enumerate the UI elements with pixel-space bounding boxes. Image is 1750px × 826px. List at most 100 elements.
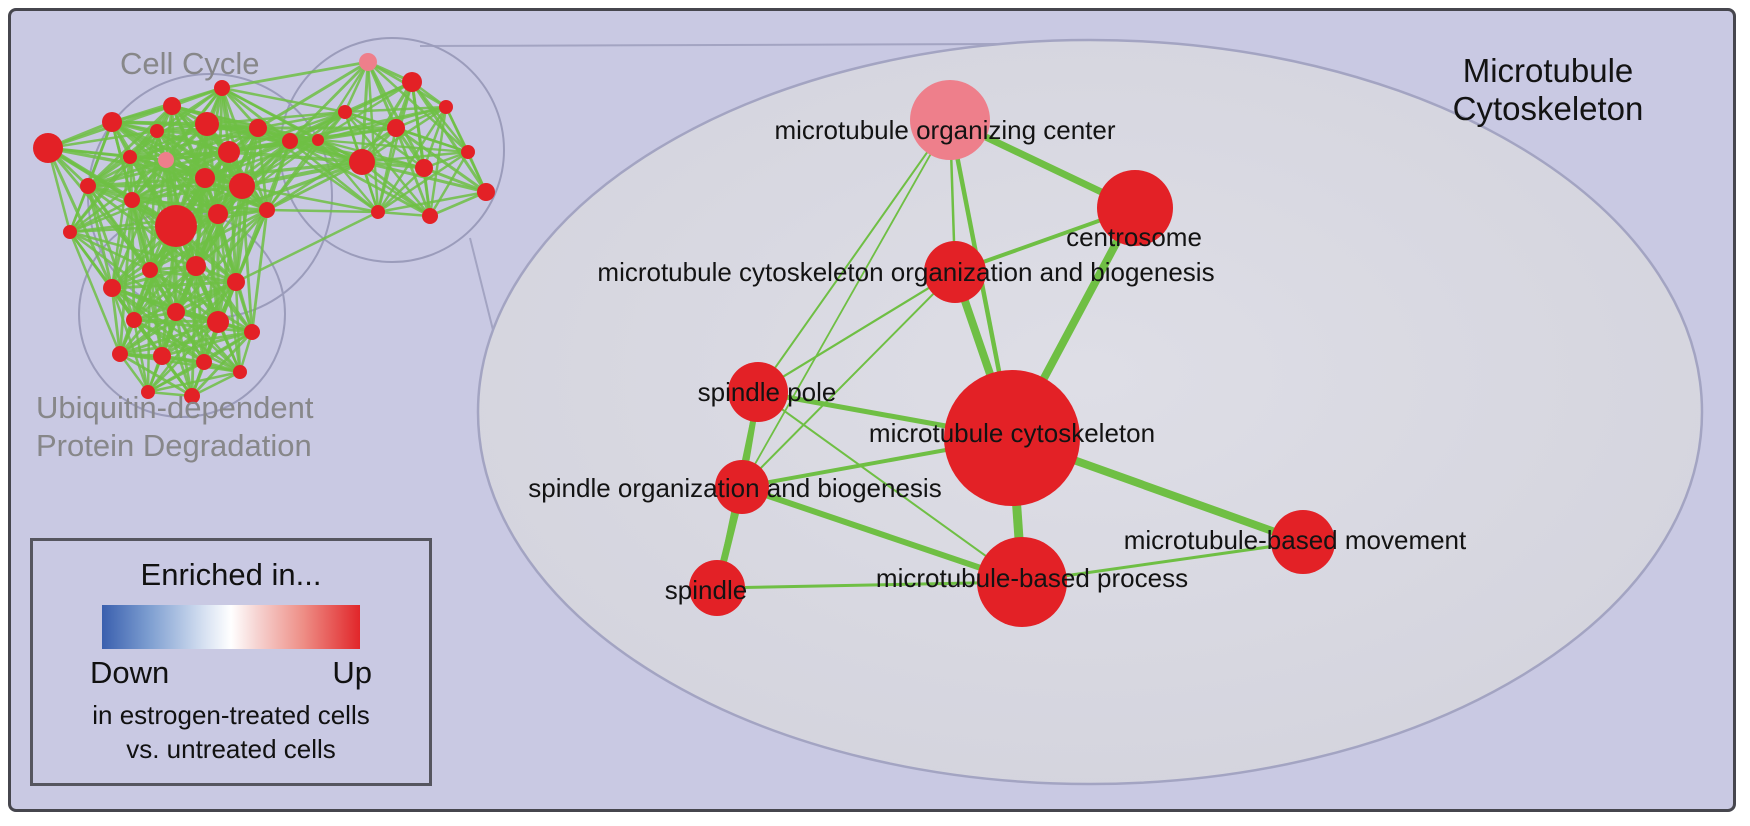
overview-edge	[68, 185, 90, 233]
overview-edge	[203, 177, 220, 323]
zoom-edge-mtoc-spindle_pole	[757, 119, 951, 393]
zoom-ellipse	[476, 38, 1704, 786]
overview-node	[371, 205, 385, 219]
overview-edge	[241, 184, 379, 214]
overview-node	[218, 141, 240, 163]
overview-edge	[147, 370, 241, 394]
zoom-node-label-mt_movement: microtubule-based movement	[1124, 525, 1467, 555]
overview-edge	[395, 105, 447, 130]
zoom-node-label-mtoc: microtubule organizing center	[774, 115, 1115, 145]
zoom-node-spindle_pole	[728, 362, 788, 422]
overview-edge	[429, 190, 487, 218]
zoom-node-mt_cyto_org	[924, 241, 986, 303]
legend-caption-line1: in estrogen-treated cells	[92, 700, 370, 730]
overview-edge	[148, 130, 159, 271]
overview-node	[163, 97, 181, 115]
overview-edge	[367, 61, 469, 153]
overview-edge	[266, 208, 379, 214]
overview-node	[103, 279, 121, 297]
overview-edge	[111, 212, 219, 290]
overview-node	[387, 119, 405, 137]
overview-edge	[87, 184, 197, 268]
overview-edge	[195, 208, 268, 268]
overview-edge	[289, 61, 369, 142]
overview-edge	[266, 160, 363, 212]
overview-node	[150, 124, 164, 138]
overview-edge	[174, 311, 206, 363]
overview-edge	[221, 86, 319, 142]
zoom-edge-mt_cyto_org-spindle_pole	[757, 271, 956, 393]
overview-edge	[366, 61, 380, 213]
overview-edge	[133, 264, 197, 322]
zoom-node-mt_movement	[1271, 510, 1335, 574]
overview-edge	[155, 130, 220, 215]
overview-node	[461, 145, 475, 159]
overview-node	[123, 150, 137, 164]
overview-node	[142, 262, 158, 278]
overview-node	[282, 133, 298, 149]
overview-node	[229, 173, 255, 199]
zoom-node-centrosome	[1097, 170, 1173, 246]
overview-node	[207, 311, 229, 333]
overview-node	[102, 112, 122, 132]
overview-edge	[266, 139, 319, 211]
overview-edge	[317, 138, 469, 154]
overview-edge	[147, 321, 219, 393]
overview-edge	[87, 130, 158, 187]
ubiquitin-cluster-label-line1: Ubiquitin-dependent	[36, 390, 314, 425]
zoom-node-mt_process	[977, 537, 1067, 627]
overview-edge	[69, 230, 151, 272]
legend-caption-line2: vs. untreated cells	[126, 733, 336, 764]
overview-edge	[87, 104, 173, 188]
overview-node	[167, 303, 185, 321]
legend-title: Enriched in...	[140, 557, 322, 592]
overview-node	[259, 202, 275, 218]
overview-edge	[175, 311, 241, 373]
overview-node	[233, 365, 247, 379]
overview-edge	[156, 129, 230, 154]
zoom-connector-line-top	[419, 43, 1001, 47]
overview-nodes-layer	[33, 53, 495, 404]
overview-edge	[377, 167, 425, 213]
overview-edge	[204, 110, 346, 180]
overview-edge	[156, 86, 223, 133]
overview-edge	[119, 330, 253, 356]
overview-node	[402, 72, 422, 92]
overview-edge	[220, 87, 244, 187]
zoom-node-label-spindle: spindle	[665, 575, 747, 605]
zoom-node-mtoc	[910, 80, 990, 160]
overview-node	[63, 225, 77, 239]
overview-node	[153, 347, 171, 365]
overview-edge	[343, 61, 370, 113]
overview-node	[80, 178, 96, 194]
zoom-node-label-spindle_pole: spindle pole	[698, 377, 837, 407]
overview-edge	[216, 213, 242, 373]
overview-node	[124, 192, 140, 208]
overview-edge	[235, 210, 379, 284]
zoom-node-label-mt_process: microtubule-based process	[876, 563, 1188, 593]
overview-edge	[119, 352, 193, 398]
overview-edge	[376, 106, 448, 213]
overview-node	[126, 312, 142, 328]
overview-edge	[156, 129, 291, 143]
cell-cycle-cluster-label: Cell Cycle	[120, 46, 260, 81]
zoom-edge-spindle_org-mt_process	[741, 484, 1023, 585]
zoom-labels-layer: microtubule organizing centercentrosomem…	[528, 115, 1467, 605]
zoom-edge-spindle_pole-mt_process	[757, 391, 1023, 583]
overview-edge	[86, 185, 114, 289]
overview-edge	[130, 130, 159, 201]
ubiquitin-cluster-label-line2: Protein Degradation	[36, 428, 312, 463]
overview-edge	[69, 130, 158, 233]
overview-node	[196, 354, 212, 370]
overview-node	[439, 100, 453, 114]
overview-edge	[428, 106, 448, 217]
overview-edge	[69, 230, 197, 268]
zoom-node-label-spindle_org: spindle organization and biogenesis	[528, 473, 941, 503]
overview-node	[415, 159, 433, 177]
overview-edge	[410, 81, 488, 193]
overview-node	[112, 346, 128, 362]
overview-edge	[156, 130, 206, 179]
overview-edge	[221, 86, 291, 143]
microtubule-cluster-title-line1: Microtubule	[1463, 52, 1634, 89]
